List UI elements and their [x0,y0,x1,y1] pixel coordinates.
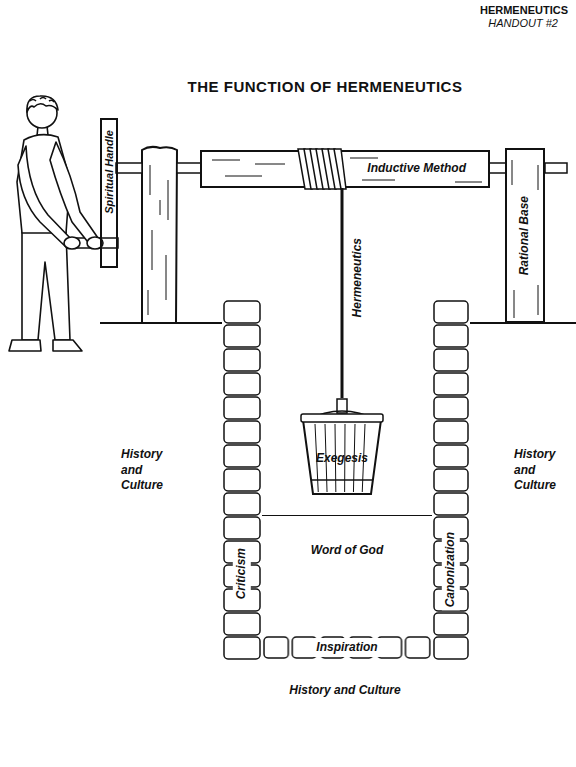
brick-wall [222,300,262,660]
axle [116,163,142,173]
wood-grain [148,165,168,315]
node-label: Rational Base [518,196,532,275]
diagram-title: THE FUNCTION OF HERMENEUTICS [140,78,510,95]
brick-wall [262,635,432,660]
bucket-outline [299,398,385,496]
water-region: Word of God [262,515,432,635]
node-label: Criticism [233,545,251,602]
node-label: Inductive Method [367,162,466,176]
bucket-body [303,420,381,494]
region-label: History and Culture [514,447,570,494]
rope-coil [298,149,346,189]
wood-grain [212,158,482,182]
person-shoe [53,340,82,351]
bucket: Exegesis [299,398,385,496]
region-label: History and Culture [121,447,177,494]
node-label: Canonization [442,529,460,610]
header-label: HERMENEUTICS [440,3,568,17]
person-hair [30,98,54,103]
brick-wall [432,300,470,660]
edge-label: Hermeneutics [350,238,366,317]
header-label: HANDOUT #2 [440,16,558,30]
well-wall: Criticism [222,300,262,660]
person-arm [50,142,98,246]
wooden-post: Rational Base [505,148,545,323]
wooden-post [142,147,177,323]
node-label: Spiritual Handle [103,130,116,214]
axle [177,163,201,173]
person-hair [27,96,58,112]
person-shoe [9,340,41,351]
axle [545,163,567,173]
node-label: Word of God [311,544,383,558]
rope-connector [341,188,344,398]
person-legs [22,232,70,340]
handle-plank: Spiritual Handle [100,118,118,268]
person-hand [64,237,80,249]
person-figure [9,96,103,351]
well-floor: Inspiration [262,635,432,660]
node-label: Exegesis [316,452,368,466]
bucket-rim [301,414,383,422]
well-wall: Canonization [432,300,470,660]
wood-grain [512,160,538,318]
roller-drum: Inductive Method [200,150,490,188]
bucket-band [311,479,373,481]
crank-bar [60,238,118,248]
region-label: History and Culture [238,683,452,699]
axle [489,163,506,173]
node-label: Inspiration [314,638,379,658]
